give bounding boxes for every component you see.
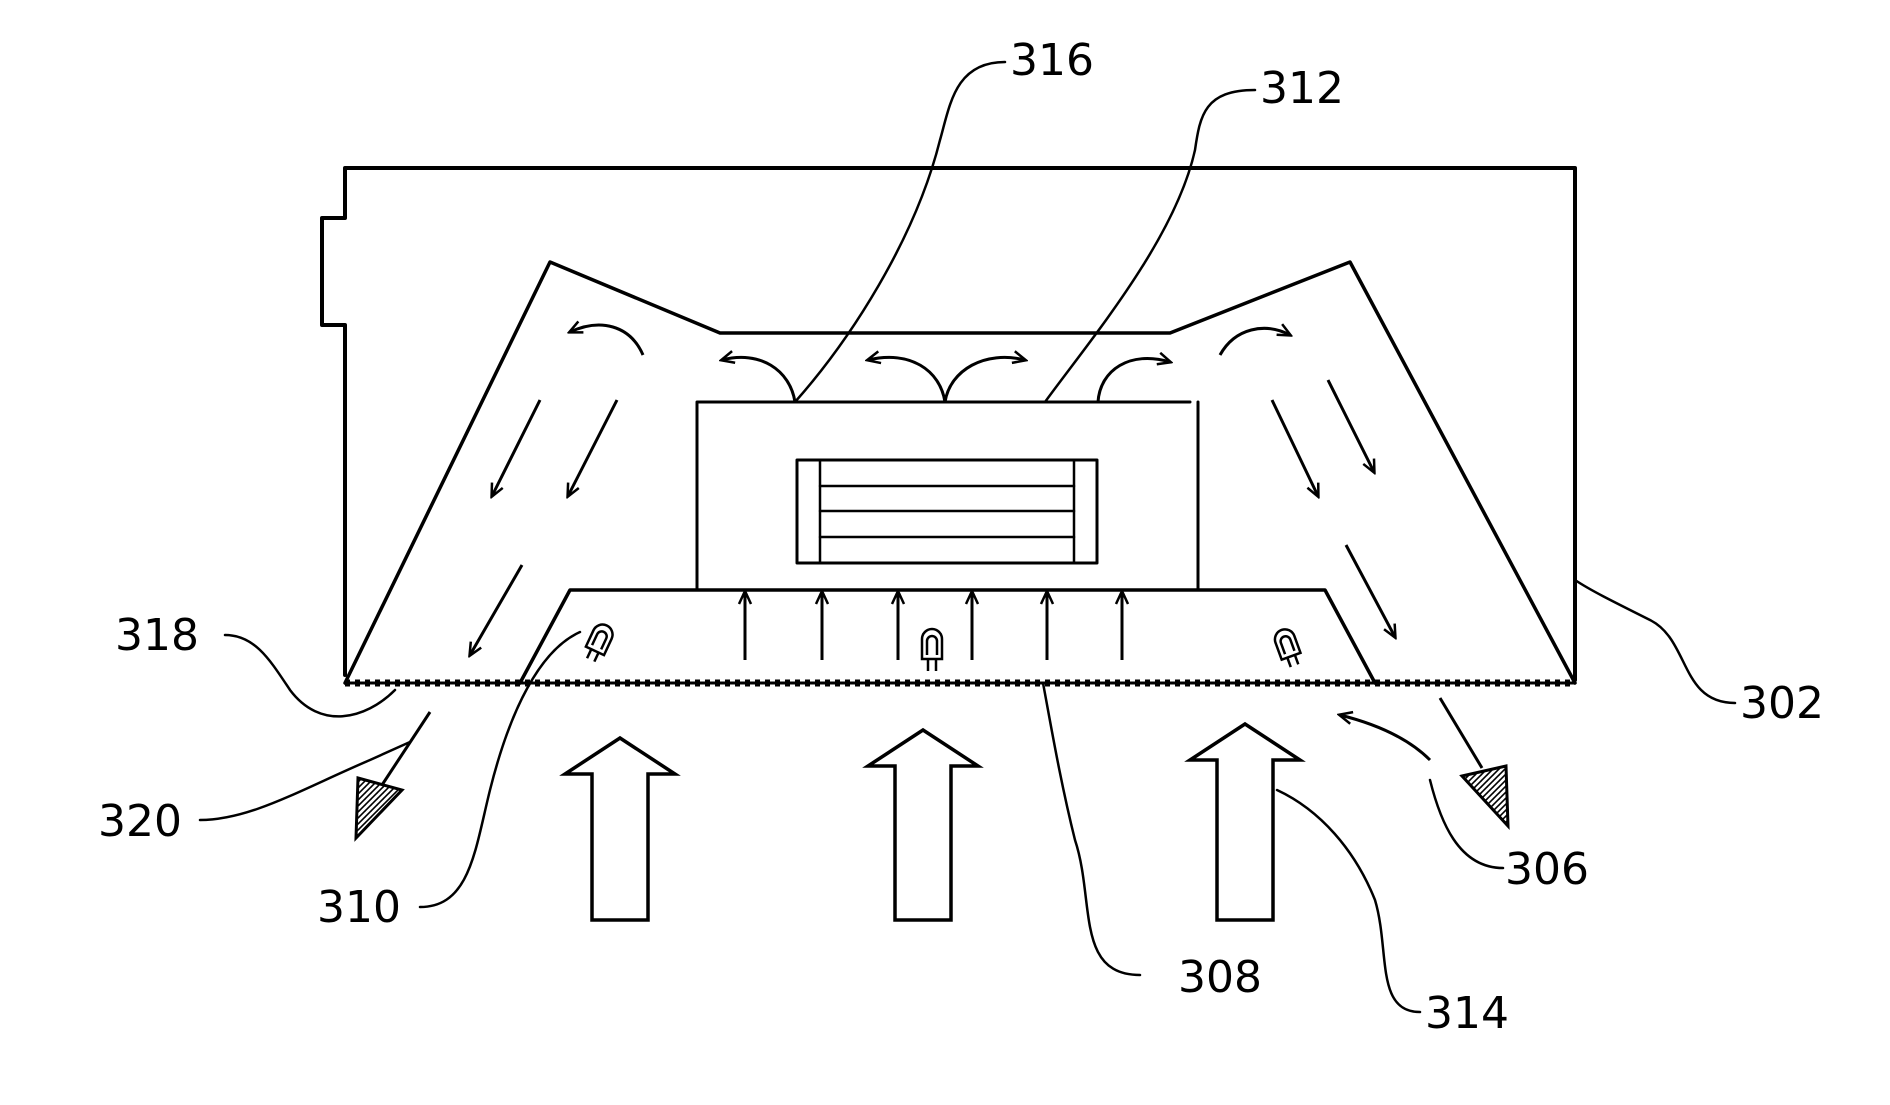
duct-flow-arrows	[470, 380, 1395, 655]
label-306: 306	[1505, 844, 1589, 895]
sensor-elements	[582, 621, 1304, 671]
label-308: 308	[1178, 952, 1262, 1003]
leader-302	[1575, 580, 1735, 703]
label-312: 312	[1260, 63, 1344, 114]
leader-316	[795, 62, 1005, 402]
label-320: 320	[98, 796, 182, 847]
label-318: 318	[115, 610, 199, 661]
leader-312	[1045, 90, 1255, 402]
exhaust-curve-arrows	[570, 325, 1290, 402]
leader-314	[1277, 790, 1420, 1012]
label-314: 314	[1425, 988, 1509, 1039]
label-310: 310	[317, 882, 401, 933]
leader-308	[1043, 683, 1140, 975]
leader-310	[420, 632, 580, 907]
duct-shroud-outline	[345, 262, 1575, 683]
inner-duct-outline	[520, 590, 1375, 683]
heat-sink	[697, 402, 1198, 590]
leader-318	[225, 635, 395, 716]
intake-block-arrows	[565, 724, 1300, 920]
housing-outline	[322, 168, 1575, 680]
label-302: 302	[1740, 678, 1824, 729]
label-316: 316	[1010, 35, 1094, 86]
